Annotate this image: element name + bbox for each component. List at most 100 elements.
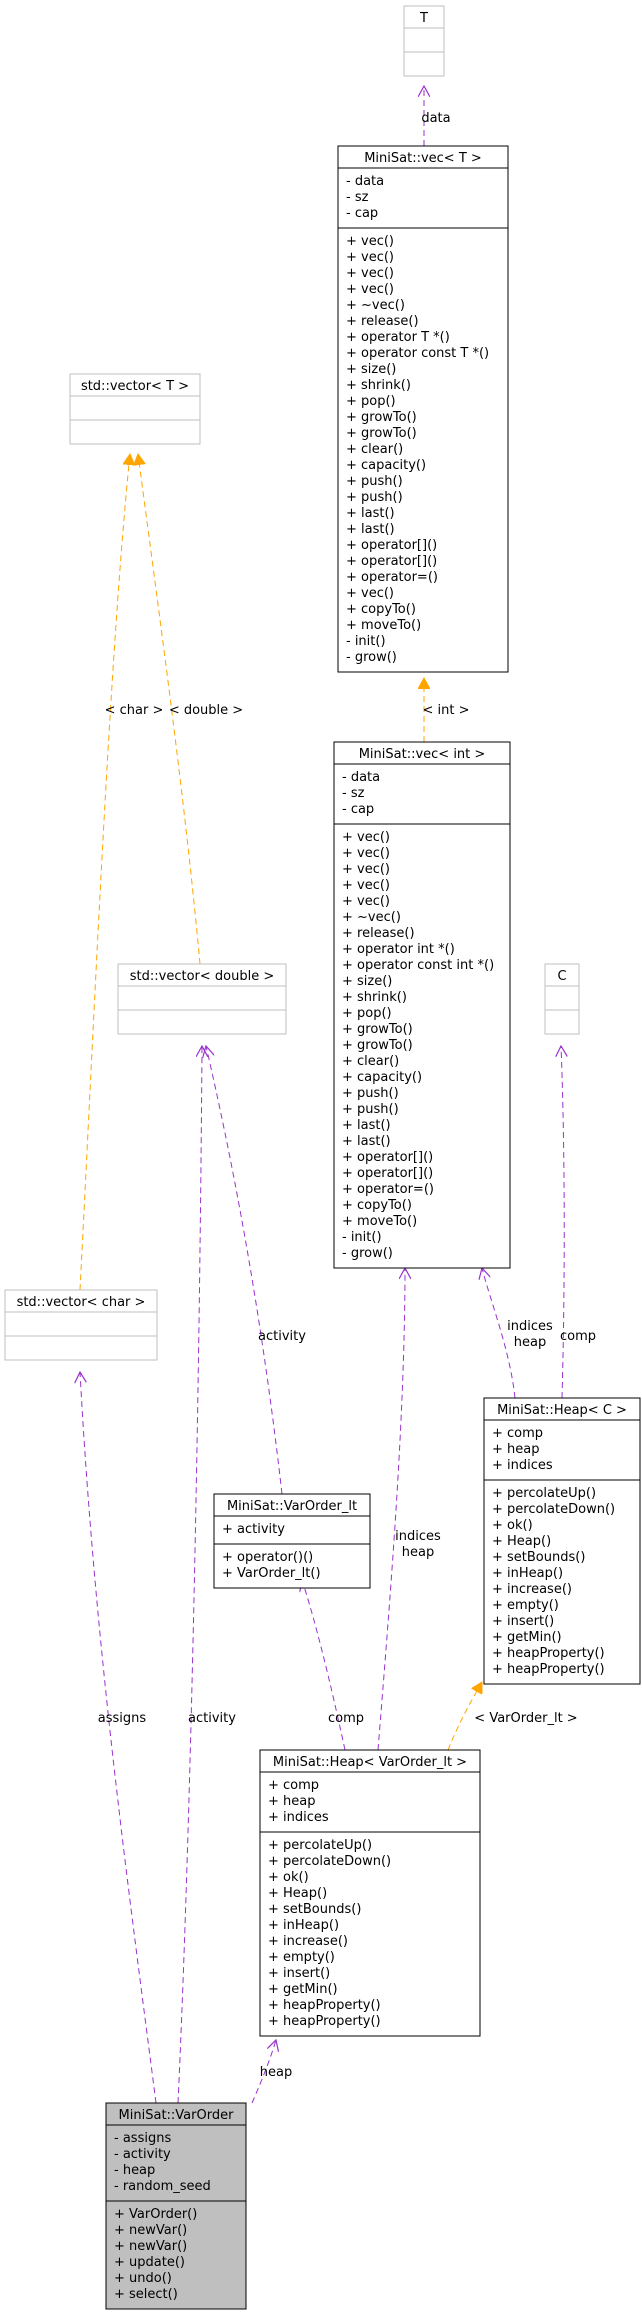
class-method: + release() bbox=[346, 314, 419, 329]
class-method: + vec() bbox=[346, 250, 394, 265]
class-method: + last() bbox=[342, 1118, 391, 1133]
class-box-t-param[interactable]: T bbox=[403, 5, 445, 77]
class-method: + ok() bbox=[492, 1518, 533, 1533]
class-attribute: + comp bbox=[268, 1778, 319, 1793]
class-method: + getMin() bbox=[492, 1630, 562, 1645]
class-method: + insert() bbox=[492, 1614, 554, 1629]
class-method: + capacity() bbox=[342, 1070, 422, 1085]
class-attribute: + activity bbox=[222, 1522, 285, 1537]
class-box-vector-t[interactable]: std::vector< T > bbox=[69, 373, 201, 445]
class-method: + setBounds() bbox=[268, 1902, 361, 1917]
class-attribute: + heap bbox=[268, 1794, 315, 1809]
class-box-heap-varorder[interactable]: MiniSat::Heap< VarOrder_lt >+ comp+ heap… bbox=[259, 1749, 481, 2037]
class-method: + empty() bbox=[268, 1950, 335, 1965]
edge-double-template bbox=[138, 454, 201, 965]
class-title: MiniSat::VarOrder_lt bbox=[227, 1499, 357, 1514]
class-attribute: + indices bbox=[492, 1458, 553, 1473]
edge-label-char: < char > bbox=[105, 703, 164, 718]
class-method: + ok() bbox=[268, 1870, 309, 1885]
class-method: + select() bbox=[114, 2287, 178, 2302]
class-attribute: - random_seed bbox=[114, 2179, 211, 2194]
edge-comp-v bbox=[302, 1580, 346, 1751]
class-method: + growTo() bbox=[342, 1038, 413, 1053]
edge-char-template bbox=[79, 454, 130, 1291]
edge-label-activity-lt: activity bbox=[258, 1329, 306, 1344]
class-box-heap-c[interactable]: MiniSat::Heap< C >+ comp+ heap+ indices+… bbox=[483, 1397, 641, 1685]
class-method: + vec() bbox=[346, 282, 394, 297]
class-method: + push() bbox=[346, 490, 403, 505]
edge-comp-c bbox=[561, 1046, 564, 1399]
edge-indices-heap-c bbox=[482, 1268, 516, 1399]
edge-assigns bbox=[80, 1372, 157, 2104]
class-method: + last() bbox=[346, 506, 395, 521]
class-attribute: - activity bbox=[114, 2147, 171, 2162]
class-method: + growTo() bbox=[346, 410, 417, 425]
class-method: + VarOrder_lt() bbox=[222, 1566, 321, 1581]
class-method: + operator int *() bbox=[342, 942, 455, 957]
class-method: + percolateDown() bbox=[268, 1854, 391, 1869]
class-method: + setBounds() bbox=[492, 1550, 585, 1565]
class-title: MiniSat::Heap< VarOrder_lt > bbox=[273, 1755, 467, 1770]
class-method: + shrink() bbox=[346, 378, 411, 393]
class-box-vec-int[interactable]: MiniSat::vec< int >- data- sz- cap+ vec(… bbox=[333, 741, 511, 1269]
class-method: + percolateUp() bbox=[492, 1486, 596, 1501]
class-method: + size() bbox=[342, 974, 392, 989]
class-method: + vec() bbox=[346, 234, 394, 249]
class-attribute: - sz bbox=[342, 786, 365, 801]
class-method: + operator[]() bbox=[346, 538, 437, 553]
class-method: + operator=() bbox=[346, 570, 438, 585]
class-method: + last() bbox=[342, 1134, 391, 1149]
class-method: + copyTo() bbox=[342, 1198, 412, 1213]
edge-heap bbox=[251, 2040, 276, 2104]
class-method: + inHeap() bbox=[492, 1566, 563, 1581]
class-method: + pop() bbox=[346, 394, 396, 409]
class-method: + vec() bbox=[342, 862, 390, 877]
class-box-vector-double[interactable]: std::vector< double > bbox=[117, 963, 287, 1035]
class-method: - init() bbox=[346, 634, 386, 649]
class-method: + operator()() bbox=[222, 1550, 313, 1565]
class-method: + growTo() bbox=[342, 1022, 413, 1037]
class-method: + shrink() bbox=[342, 990, 407, 1005]
class-method: + heapProperty() bbox=[492, 1662, 605, 1677]
class-method: + capacity() bbox=[346, 458, 426, 473]
class-method: + newVar() bbox=[114, 2239, 187, 2254]
class-method: + copyTo() bbox=[346, 602, 416, 617]
class-attribute: - assigns bbox=[114, 2131, 171, 2146]
class-method: + heapProperty() bbox=[492, 1646, 605, 1661]
class-title: C bbox=[557, 969, 566, 984]
class-method: + size() bbox=[346, 362, 396, 377]
class-title: MiniSat::Heap< C > bbox=[497, 1403, 627, 1418]
class-method: + newVar() bbox=[114, 2223, 187, 2238]
class-attribute: - cap bbox=[342, 802, 374, 817]
class-method: + operator const int *() bbox=[342, 958, 494, 973]
class-attribute: - heap bbox=[114, 2163, 155, 2178]
class-method: + clear() bbox=[342, 1054, 399, 1069]
edge-label-activity-vo: activity bbox=[188, 1711, 236, 1726]
class-method: + heapProperty() bbox=[268, 1998, 381, 2013]
class-method: + moveTo() bbox=[346, 618, 421, 633]
class-box-varorder-lt[interactable]: MiniSat::VarOrder_lt+ activity+ operator… bbox=[213, 1493, 371, 1589]
class-method: + operator[]() bbox=[346, 554, 437, 569]
class-method: + vec() bbox=[346, 266, 394, 281]
edge-varorder-lt-template bbox=[447, 1682, 482, 1751]
class-method: + operator[]() bbox=[342, 1166, 433, 1181]
class-method: + operator=() bbox=[342, 1182, 434, 1197]
class-method: + empty() bbox=[492, 1598, 559, 1613]
class-method: - grow() bbox=[346, 650, 397, 665]
edge-label-int: < int > bbox=[423, 703, 470, 718]
class-box-vec-t[interactable]: MiniSat::vec< T >- data- sz- cap+ vec()+… bbox=[337, 145, 509, 673]
class-box-varorder[interactable]: MiniSat::VarOrder- assigns- activity- he… bbox=[105, 2102, 247, 2310]
class-box-c-param[interactable]: C bbox=[544, 963, 580, 1035]
class-title: std::vector< double > bbox=[130, 969, 274, 984]
class-method: + increase() bbox=[492, 1582, 572, 1597]
edge-label-heap: heap bbox=[260, 2065, 292, 2080]
class-box-vector-char[interactable]: std::vector< char > bbox=[4, 1289, 158, 1361]
class-method: + growTo() bbox=[346, 426, 417, 441]
class-attribute: - data bbox=[346, 174, 384, 189]
class-method: + moveTo() bbox=[342, 1214, 417, 1229]
class-method: - grow() bbox=[342, 1246, 393, 1261]
class-method: + clear() bbox=[346, 442, 403, 457]
class-method: + percolateDown() bbox=[492, 1502, 615, 1517]
